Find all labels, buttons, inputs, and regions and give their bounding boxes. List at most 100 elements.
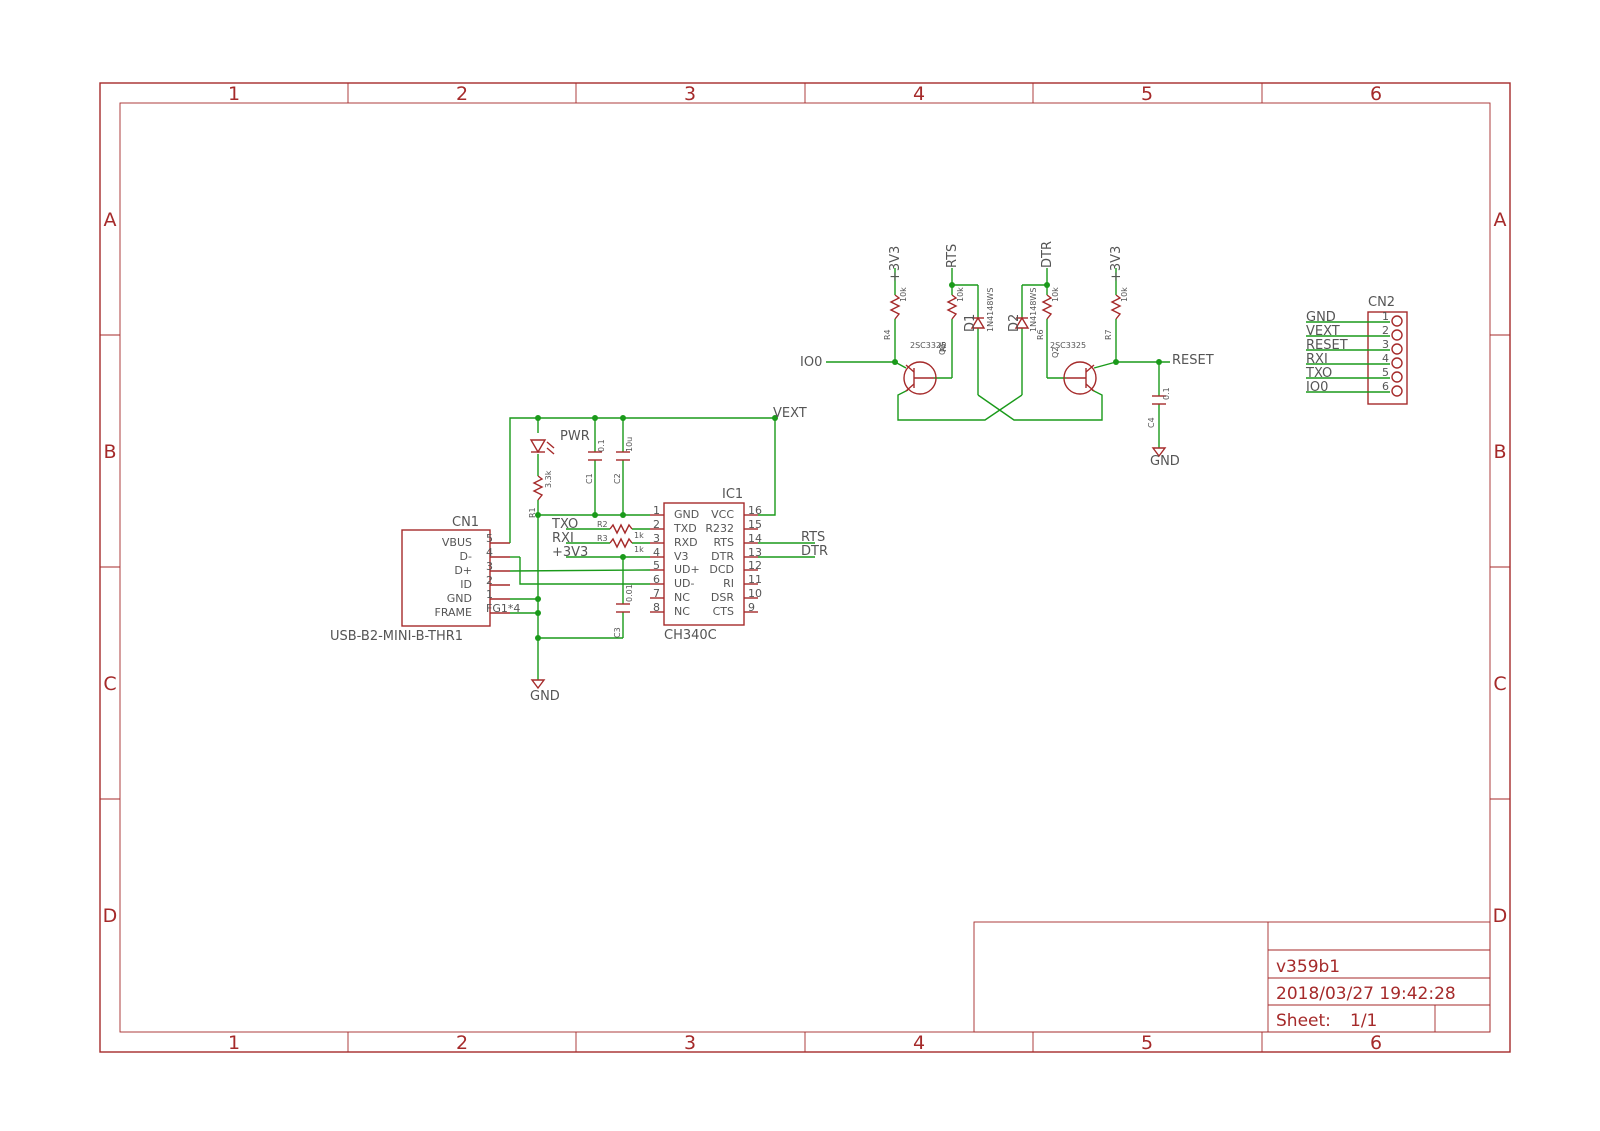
c3-capacitor-symbol: [616, 603, 630, 613]
ic1-pin-name-v3: V3: [674, 550, 689, 563]
d1-value: 1N4148WS: [986, 288, 995, 332]
ic1-pin-name-txd: TXD: [673, 522, 697, 535]
ic1-pin-num-11: 11: [748, 573, 762, 586]
r5-ref: R5: [939, 341, 948, 352]
ic1-pin-num-13: 13: [748, 546, 762, 559]
c3-ref: C3: [613, 627, 622, 638]
cn1-pin-num-fg: FG1*4: [486, 602, 520, 615]
c2-value: 10u: [625, 437, 634, 452]
r6-resistor-symbol: [1041, 294, 1053, 320]
d1-diode-symbol: [970, 316, 986, 329]
left-circuit-junctions: [535, 415, 778, 641]
cn2-pin-num-6: 6: [1382, 380, 1389, 393]
r2-ref: R2: [597, 520, 608, 529]
row-label-a-right: A: [1494, 209, 1507, 231]
txo-net-label: TXO: [551, 517, 578, 532]
ic1-pin-num-16: 16: [748, 504, 762, 517]
row-label-d: D: [103, 905, 118, 927]
cn2-pin-num-4: 4: [1382, 352, 1389, 365]
v3-net-label: +3V3: [552, 545, 588, 560]
r3-value: 1k: [634, 545, 644, 554]
ic1-pin-name-dsr: DSR: [711, 591, 734, 604]
cn1-pin-num-4: 4: [486, 546, 493, 559]
cn2-pin-num-1: 1: [1382, 310, 1389, 323]
c4-value: 0.1: [1162, 387, 1171, 400]
r7-resistor-symbol: [1110, 294, 1122, 320]
q1-ref: Q1: [938, 344, 947, 355]
ic1-ref: IC1: [722, 487, 743, 502]
r4-ref: R4: [883, 329, 892, 340]
ic1-pin-name-dcd: DCD: [709, 563, 734, 576]
pwr-led-label: PWR: [560, 429, 590, 444]
col-label-4: 4: [913, 83, 925, 105]
q1-transistor-symbol: [903, 361, 937, 395]
q2-transistor-symbol: [1063, 361, 1097, 395]
col-label-6: 6: [1370, 83, 1382, 105]
ic1-pin-num-4: 4: [653, 546, 660, 559]
drawing-frame: 1 2 3 4 5 6 1 2 3 4 5 6 A B C D A B C D: [99, 82, 1511, 1054]
ic1-pin-name-vcc: VCC: [711, 508, 734, 521]
ic1-pin-name-udm: UD-: [674, 577, 695, 590]
cn2-pin-name-io0: IO0: [1306, 380, 1328, 395]
cn2-pin-name-gnd: GND: [1306, 310, 1336, 325]
cn1-usb-connector: CN1 USB-B2-MINI-B-THR1 VBUS D- D+ ID GND…: [330, 515, 520, 644]
dtr-label-top: DTR: [1040, 241, 1055, 268]
row-label-a: A: [104, 209, 117, 231]
d2-ref: D2: [1007, 314, 1022, 332]
c2-capacitor-symbol: [616, 451, 630, 461]
ic1-pin-num-14: 14: [748, 532, 762, 545]
r3-ref: R3: [597, 534, 608, 543]
ic1-pin-name-cts: CTS: [713, 605, 734, 618]
cn2-pin-name-vext: VEXT: [1306, 324, 1340, 339]
title-block: v359b1 2018/03/27 19:42:28 Sheet: 1/1: [973, 921, 1491, 1033]
r5-value: 10k: [956, 287, 965, 302]
cn1-value: USB-B2-MINI-B-THR1: [330, 629, 463, 644]
col-label-1: 1: [228, 83, 240, 105]
r4-value: 10k: [899, 287, 908, 302]
col-label-4-bottom: 4: [913, 1032, 925, 1054]
cn2-pin-num-3: 3: [1382, 338, 1389, 351]
cn1-ref: CN1: [452, 515, 479, 530]
cn1-pin-name-id: ID: [460, 578, 472, 591]
v3-label-r4: +3V3: [888, 246, 903, 282]
autoreset-junctions: [892, 282, 1162, 365]
cn1-pin-name-gnd: GND: [447, 592, 472, 605]
ic1-pin-num-3: 3: [653, 532, 660, 545]
gnd-symbol-right: [1151, 447, 1167, 458]
col-label-2-bottom: 2: [456, 1032, 468, 1054]
ic1-pin-name-nc7: NC: [674, 591, 690, 604]
cn1-pin-num-1: 1: [486, 588, 493, 601]
ic1-pin-name-gnd: GND: [674, 508, 699, 521]
gnd-label-right: GND: [1150, 454, 1180, 469]
reset-net-label: RESET: [1172, 353, 1214, 368]
row-label-d-right: D: [1493, 905, 1508, 927]
gnd-symbol-left: [530, 679, 546, 690]
col-label-2: 2: [456, 83, 468, 105]
title-sheet-value: 1/1: [1350, 1011, 1377, 1031]
c4-ref: C4: [1147, 417, 1156, 428]
r6-value: 10k: [1051, 287, 1060, 302]
r1-ref: R1: [528, 507, 537, 518]
cn2-pin-num-5: 5: [1382, 366, 1389, 379]
rxi-net-label: RXI: [552, 531, 574, 546]
d2-diode-symbol: [1014, 316, 1030, 329]
c2-ref: C2: [613, 473, 622, 484]
title-datetime: 2018/03/27 19:42:28: [1276, 984, 1456, 1004]
r2-resistor-symbol: [609, 523, 633, 535]
ic1-pin-name-udp: UD+: [674, 563, 700, 576]
ic1-ch340c: IC1 CH340C GND TXD RXD V3 UD+ UD- NC NC …: [650, 487, 762, 643]
ic1-pin-num-1: 1: [653, 504, 660, 517]
rts-net-label: RTS: [801, 530, 825, 545]
ic1-pin-num-12: 12: [748, 559, 762, 572]
c1-capacitor-symbol: [588, 451, 602, 461]
r6-ref: R6: [1036, 329, 1045, 340]
cn2-header: CN2 GND VEXT RESET RXI TXO IO0 1: [1305, 295, 1408, 405]
ic1-pin-name-rxd: RXD: [674, 536, 698, 549]
c1-ref: C1: [585, 473, 594, 484]
ic1-pin-num-10: 10: [748, 587, 762, 600]
ic1-pin-num-5: 5: [653, 559, 660, 572]
cn2-pin-num-2: 2: [1382, 324, 1389, 337]
ic1-pin-name-nc8: NC: [674, 605, 690, 618]
pwr-led-symbol: [529, 439, 555, 455]
